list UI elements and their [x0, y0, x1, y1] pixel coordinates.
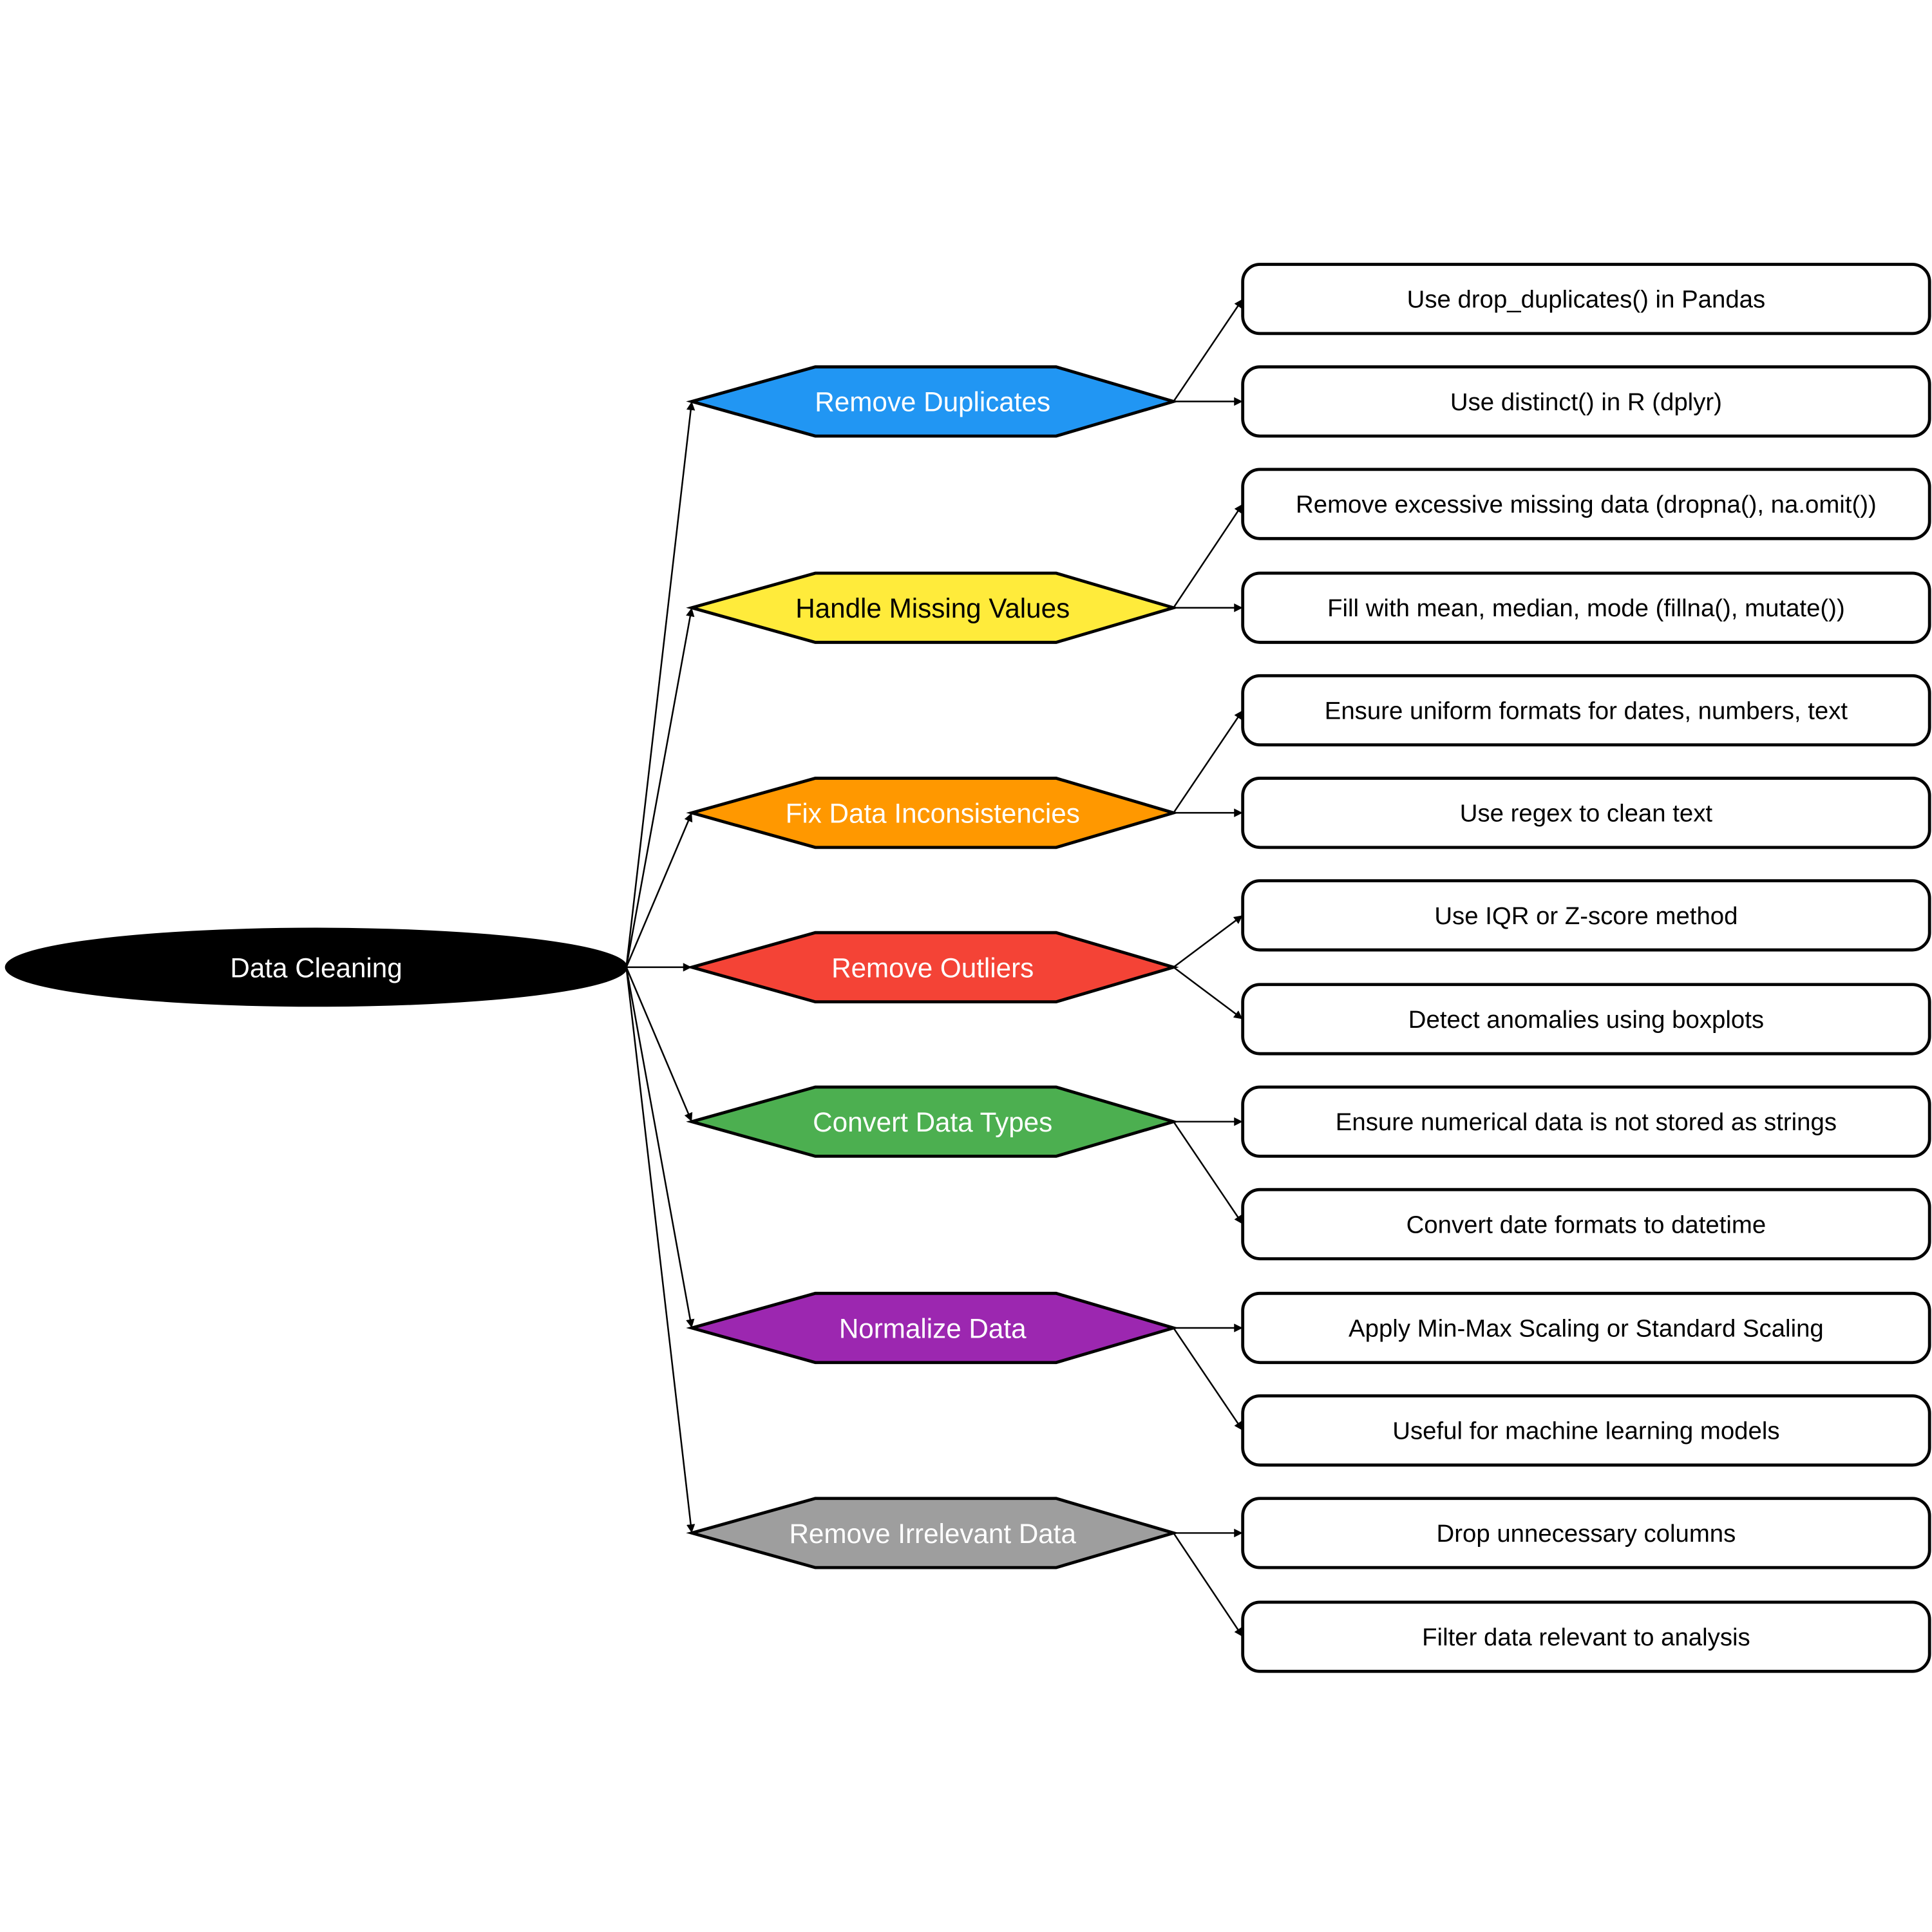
detail-node — [1241, 1291, 1931, 1365]
edge-root-to-step — [625, 812, 693, 968]
root-label: Data Cleaning — [230, 952, 402, 983]
detail-node — [1241, 983, 1931, 1056]
detail-node — [1241, 1497, 1931, 1569]
detail-label: Drop unnecessary columns — [1437, 1520, 1736, 1548]
step-label: Remove Duplicates — [815, 387, 1050, 417]
edge-root-to-step — [625, 401, 696, 968]
step-node — [686, 931, 1179, 1004]
edge-step-to-detail — [1173, 298, 1244, 402]
edge-root-to-step — [625, 607, 695, 968]
edge-step-to-detail — [1173, 966, 1244, 1020]
step-node — [686, 1497, 1179, 1569]
detail-label: Use regex to clean text — [1460, 800, 1713, 828]
detail-label: Detect anomalies using boxplots — [1408, 1006, 1764, 1034]
edge-step-to-detail — [1173, 1532, 1244, 1638]
detail-label: Use distinct() in R (dplyr) — [1450, 388, 1722, 416]
detail-node — [1241, 1394, 1931, 1467]
detail-node — [1241, 879, 1931, 952]
edge-step-to-detail — [1173, 1121, 1244, 1225]
detail-label: Fill with mean, median, mode (fillna(), … — [1327, 594, 1845, 622]
detail-label: Ensure numerical data is not stored as s… — [1336, 1108, 1837, 1136]
edge-step-to-detail — [1173, 1327, 1244, 1431]
edge-root-to-step — [625, 967, 696, 1533]
step-node — [686, 365, 1179, 438]
step-label: Fix Data Inconsistencies — [786, 798, 1080, 828]
step-label: Handle Missing Values — [795, 593, 1070, 623]
step-node — [686, 1085, 1179, 1158]
detail-node — [1241, 777, 1931, 849]
step-label: Normalize Data — [839, 1313, 1027, 1343]
step-node — [686, 1291, 1179, 1365]
edge-step-to-detail — [1173, 710, 1244, 813]
edge-root-to-step — [625, 967, 693, 1122]
detail-node — [1241, 365, 1931, 438]
root-node — [5, 927, 628, 1007]
detail-node — [1241, 1188, 1931, 1261]
detail-node — [1241, 1600, 1931, 1673]
step-label: Remove Irrelevant Data — [789, 1519, 1076, 1549]
edge-step-to-detail — [1173, 914, 1244, 968]
detail-node — [1241, 674, 1931, 747]
detail-label: Useful for machine learning models — [1392, 1417, 1779, 1445]
edge-root-to-step — [625, 967, 695, 1329]
detail-node — [1241, 571, 1931, 644]
detail-label: Filter data relevant to analysis — [1422, 1624, 1750, 1651]
detail-label: Apply Min-Max Scaling or Standard Scalin… — [1349, 1314, 1824, 1342]
step-label: Convert Data Types — [813, 1107, 1052, 1137]
step-label: Remove Outliers — [831, 952, 1034, 983]
detail-label: Use drop_duplicates() in Pandas — [1407, 286, 1766, 314]
detail-label: Convert date formats to datetime — [1406, 1211, 1766, 1238]
detail-node — [1241, 1085, 1931, 1158]
detail-label: Ensure uniform formats for dates, number… — [1325, 697, 1848, 724]
detail-node — [1241, 468, 1931, 540]
detail-label: Use IQR or Z-score method — [1434, 902, 1738, 930]
step-node — [686, 571, 1179, 644]
step-node — [686, 777, 1179, 849]
detail-node — [1241, 263, 1931, 336]
detail-label: Remove excessive missing data (dropna(),… — [1296, 491, 1877, 518]
edge-step-to-detail — [1173, 503, 1244, 609]
